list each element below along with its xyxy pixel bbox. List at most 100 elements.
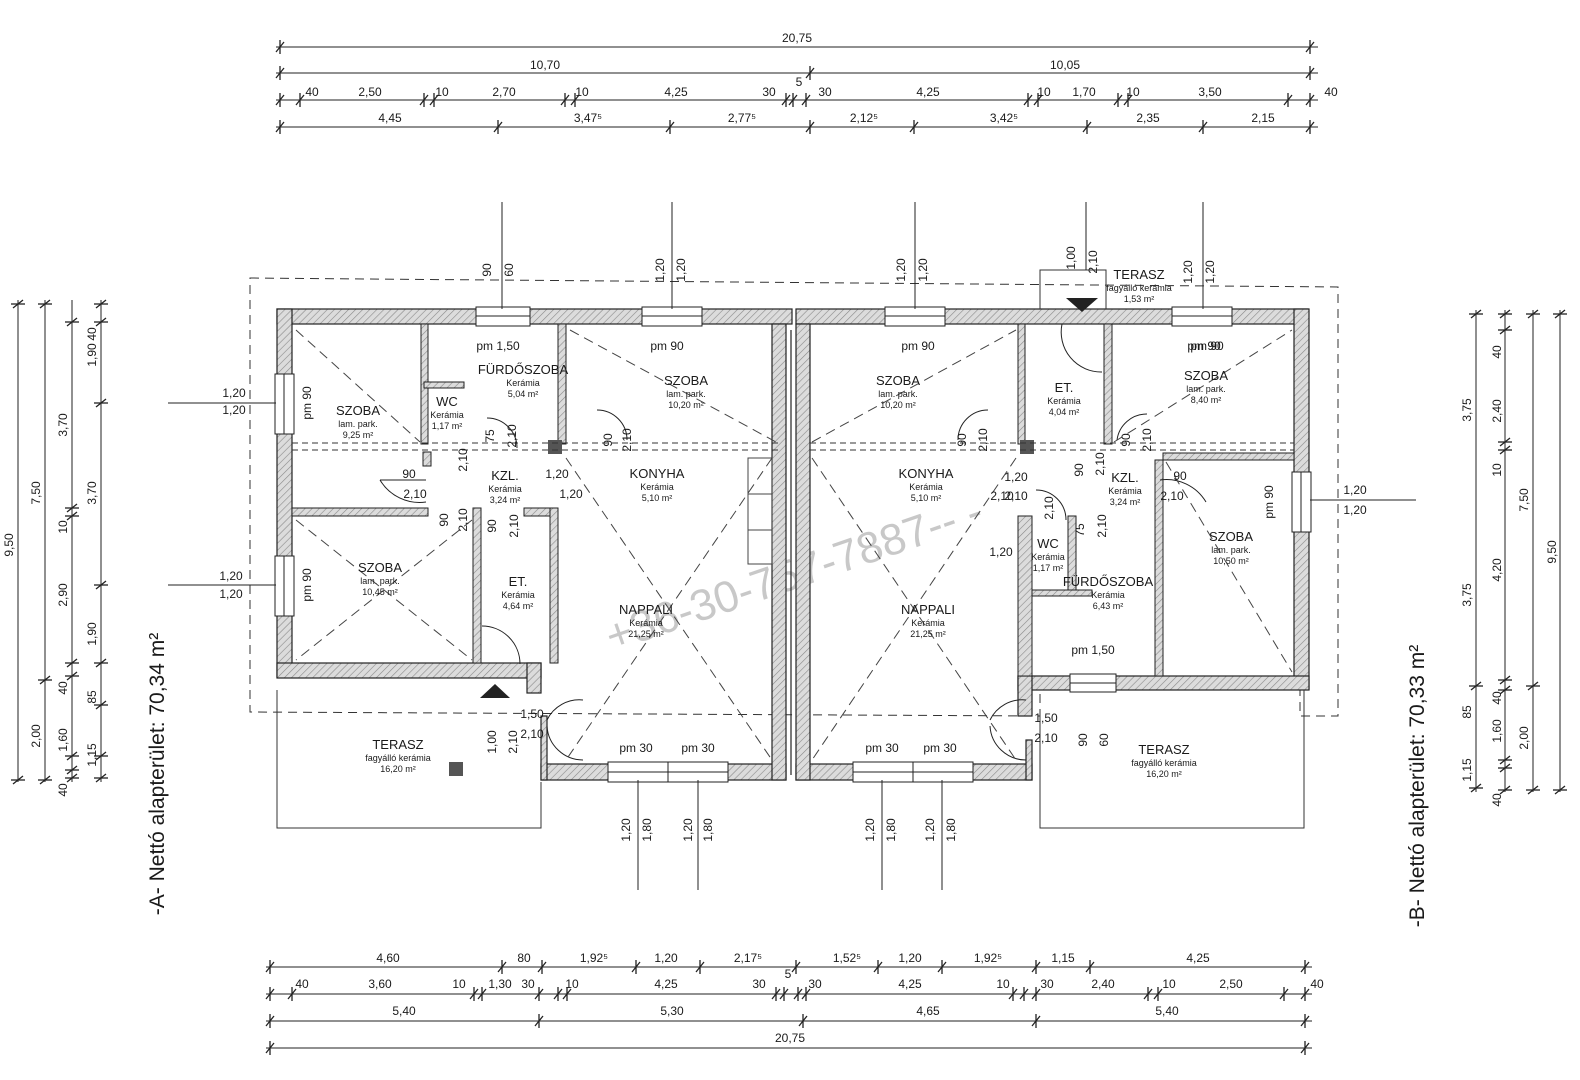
dim-text: 1,20 (1004, 470, 1028, 484)
dim-text: 2,90 (56, 583, 70, 607)
room-material: Kerámia (488, 484, 522, 494)
dim-text: 80 (517, 951, 531, 965)
opening-label: pm 90 (901, 339, 935, 353)
room-material: Kerámia (911, 618, 945, 628)
dim-text: 2,10 (456, 448, 470, 472)
dim-text: 1,20 (916, 258, 930, 282)
dim-text: 4,25 (1186, 951, 1210, 965)
room-name: NAPPALI (619, 602, 673, 617)
dim-text: 40 (295, 977, 309, 991)
dim-text: 1,20 (222, 386, 246, 400)
dim-text: 1,20 (863, 818, 877, 842)
opening-label: pm 30 (923, 741, 957, 755)
dim-text: 7,50 (1517, 488, 1531, 512)
dim-text: 1,00 (1064, 246, 1078, 270)
room-material: Kerámia (1108, 486, 1142, 496)
dim-text: 1,20 (1343, 483, 1367, 497)
dim-text: 9,50 (1545, 540, 1559, 564)
opening-label: pm 90 (300, 568, 314, 602)
room-material: Kerámia (640, 482, 674, 492)
room-name: KONYHA (899, 466, 954, 481)
room-name: SZOBA (336, 403, 380, 418)
dim-text: 1,70 (1072, 85, 1096, 99)
room-name: SZOBA (1209, 529, 1253, 544)
dim-text: 5 (796, 75, 803, 89)
opening-label: pm 30 (619, 741, 653, 755)
dim-text: 10 (575, 85, 589, 99)
dim-text: 2,50 (1219, 977, 1243, 991)
dim-text: 60 (1097, 733, 1111, 747)
dim-text: 1,50 (520, 707, 544, 721)
room-material: Kerámia (1047, 396, 1081, 406)
dim-text: 1,20 (1203, 260, 1217, 284)
dim-text: 2,40 (1091, 977, 1115, 991)
dim-text: 40 (56, 681, 70, 695)
opening-label: pm 30 (681, 741, 715, 755)
room-material: Kerámia (1031, 552, 1065, 562)
room-material: lam. park. (338, 419, 378, 429)
dim-text: 2,10 (976, 428, 990, 452)
room-area: 16,20 m² (1146, 769, 1182, 779)
room-name: SZOBA (876, 373, 920, 388)
dim-text: 40 (1324, 85, 1338, 99)
room-area: 10,50 m² (1213, 556, 1249, 566)
dim-text: 40 (1310, 977, 1324, 991)
opening-label: pm 90 (1190, 339, 1224, 353)
dim-text: 2,70 (492, 85, 516, 99)
dim-text: 2,10 (1042, 496, 1056, 520)
dim-text: 30 (762, 85, 776, 99)
room-area: 4,64 m² (503, 601, 534, 611)
opening-label: pm 30 (865, 741, 899, 755)
dim-text: 2,10 (403, 487, 427, 501)
dim-text: 85 (1460, 705, 1474, 719)
room-name: TERASZ (1113, 267, 1164, 282)
dim-text: 3,50 (1198, 85, 1222, 99)
dim-text: 5,30 (660, 1004, 684, 1018)
dim-text: 40 (1490, 345, 1504, 359)
room-name: KZL. (1111, 470, 1138, 485)
dim-text: 40 (56, 783, 70, 797)
room-material: lam. park. (1186, 384, 1226, 394)
dim-text: 1,20 (898, 951, 922, 965)
dim-text: 90 (1076, 733, 1090, 747)
room-material: lam. park. (360, 576, 400, 586)
room-area: 1,53 m² (1124, 294, 1155, 304)
dim-text: 1,80 (884, 818, 898, 842)
dim-text: 90 (1072, 463, 1086, 477)
dim-text: 3,75 (1460, 583, 1474, 607)
dim-text: 90 (402, 467, 416, 481)
opening-label: pm 90 (300, 386, 314, 420)
dim-text: 9,50 (2, 533, 16, 557)
dim-text: 30 (808, 977, 822, 991)
room-material: lam. park. (1211, 545, 1251, 555)
room-name: ET. (509, 574, 528, 589)
dim-text: 1,20 (653, 258, 667, 282)
dim-text: 1,20 (219, 587, 243, 601)
room-area: 8,40 m² (1191, 395, 1222, 405)
dim-text: 4,25 (654, 977, 678, 991)
room-name: NAPPALI (901, 602, 955, 617)
dim-text: 2,10 (1093, 452, 1107, 476)
dim-text: 40 (305, 85, 319, 99)
room-area: 10,20 m² (668, 400, 704, 410)
dim-text: 1,20 (923, 818, 937, 842)
dim-text: 2,10 (620, 428, 634, 452)
room-material: Kerámia (1091, 590, 1125, 600)
room-area: 1,17 m² (432, 421, 463, 431)
dim-text: 40 (1490, 793, 1504, 807)
dim-text: 1,30 (488, 977, 512, 991)
dim-text: 2,77⁵ (728, 111, 756, 125)
dim-text: 2,35 (1136, 111, 1160, 125)
opening-label: pm 90 (650, 339, 684, 353)
dim-text: 2,12⁵ (850, 111, 878, 125)
dim-text: 2,00 (29, 724, 43, 748)
dim-text: 4,65 (916, 1004, 940, 1018)
dim-text: 1,20 (222, 403, 246, 417)
room-area: 5,10 m² (911, 493, 942, 503)
dim-text: 1,90 (85, 622, 99, 646)
dim-text: 3,70 (85, 481, 99, 505)
dim-text: 10 (56, 520, 70, 534)
dim-text: 90 (1173, 469, 1187, 483)
room-area: 10,45 m² (362, 587, 398, 597)
dim-text: 1,90 (85, 343, 99, 367)
